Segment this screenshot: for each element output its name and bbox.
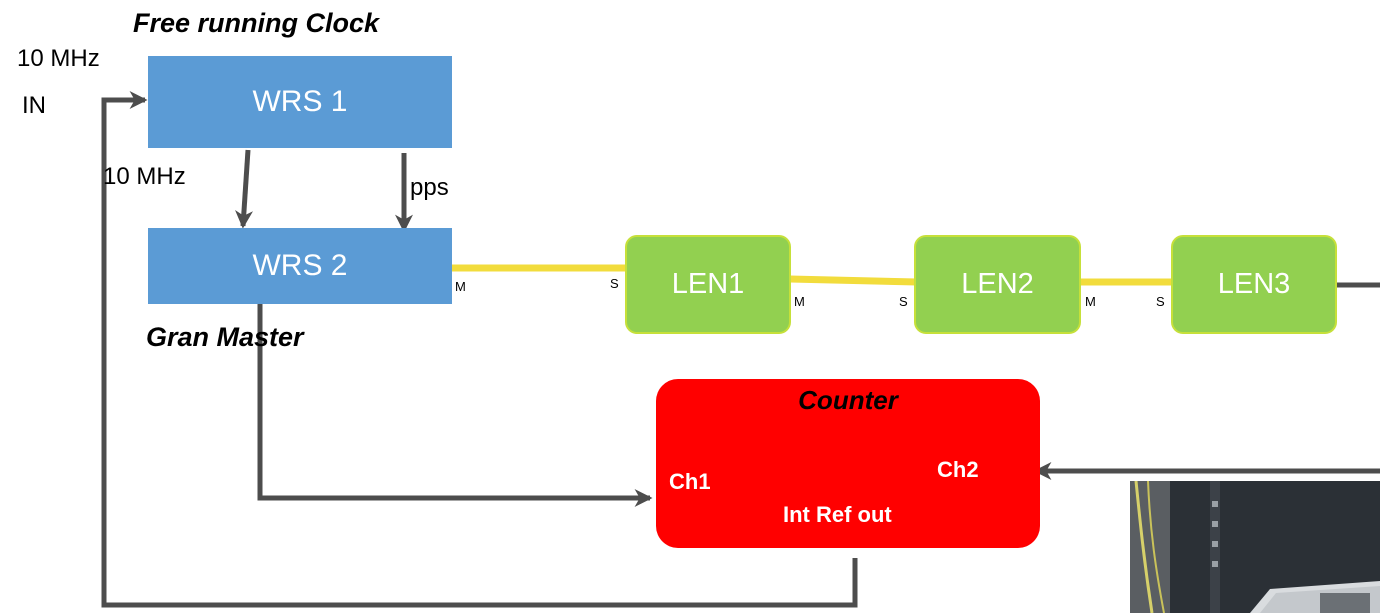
port-len1-in: S <box>610 276 619 291</box>
counter-ch1-label: Ch1 <box>669 469 711 494</box>
free-running-clock-label: Free running Clock <box>133 8 380 38</box>
port-len3-in: S <box>1156 294 1165 309</box>
port-wrs2-out: M <box>455 279 466 294</box>
len1-label: LEN1 <box>671 268 745 300</box>
len1-node[interactable]: LEN1 <box>625 235 791 334</box>
pps-label: pps <box>410 174 449 201</box>
equipment-photo-illustration <box>1130 481 1380 613</box>
wrs1-node[interactable]: WRS 1 <box>148 56 452 148</box>
gran-master-label: Gran Master <box>146 322 304 352</box>
counter-title: Counter <box>798 385 898 415</box>
wire-wrs2-ch1 <box>257 304 653 507</box>
port-len2-in: S <box>899 294 908 309</box>
ten-mhz-in-label-line1: 10 MHz <box>17 45 100 72</box>
arrow-10mhz-down <box>235 149 253 229</box>
ten-mhz-in-label-line2: IN <box>22 92 46 119</box>
port-len2-out: M <box>1085 294 1096 309</box>
wire-intref-feedback <box>101 91 858 608</box>
counter-node[interactable]: Counter Ch1 Ch2 Int Ref out <box>656 379 1040 548</box>
counter-ch2-label: Ch2 <box>937 457 979 482</box>
port-len1-out: M <box>794 294 805 309</box>
equipment-photo <box>1130 481 1380 613</box>
len2-label: LEN2 <box>961 268 1034 300</box>
ten-mhz-label: 10 MHz <box>103 163 186 190</box>
wrs2-node[interactable]: WRS 2 <box>148 228 452 304</box>
wrs1-label: WRS 1 <box>252 85 348 118</box>
len2-node[interactable]: LEN2 <box>914 235 1081 334</box>
counter-int-ref-out-label: Int Ref out <box>783 502 892 527</box>
fiber-len1-len2 <box>789 275 918 286</box>
wrs2-label: WRS 2 <box>252 249 348 282</box>
len3-label: LEN3 <box>1217 268 1291 300</box>
len3-node[interactable]: LEN3 <box>1171 235 1337 334</box>
